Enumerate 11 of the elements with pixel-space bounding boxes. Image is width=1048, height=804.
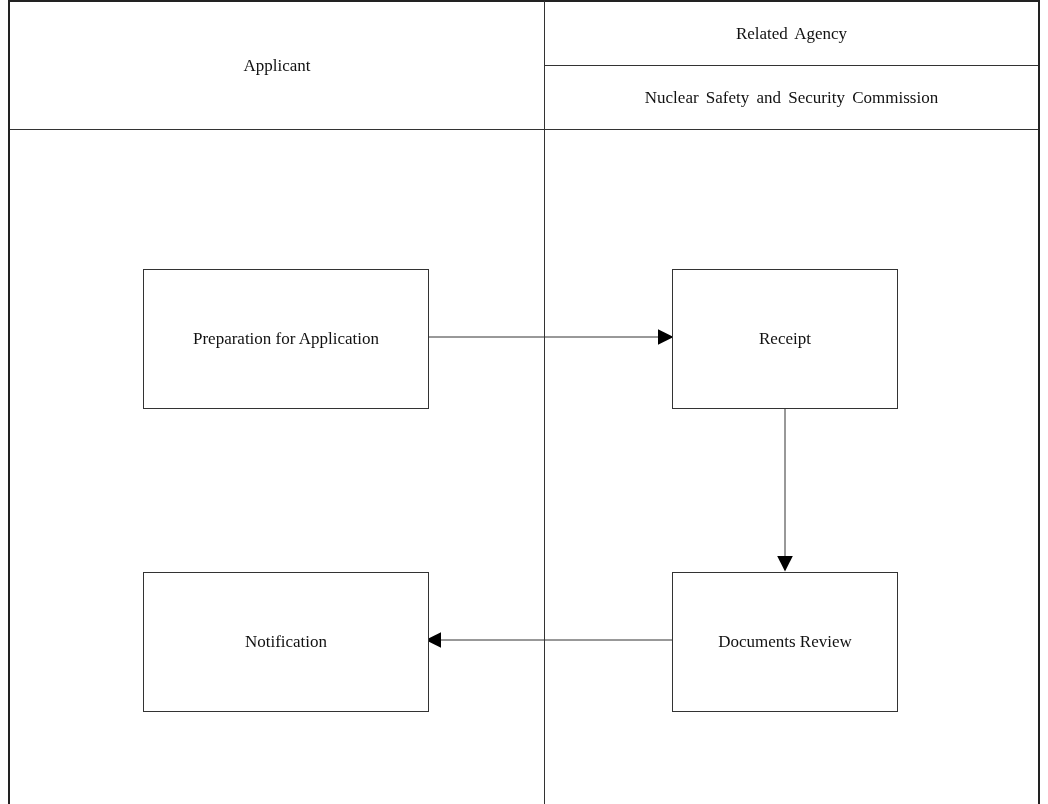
lane-header: Related Agency bbox=[735, 23, 848, 44]
swimlane bbox=[545, 0, 1040, 804]
process-box: Receipt bbox=[672, 269, 898, 409]
lane-header: Applicant bbox=[243, 55, 311, 76]
swimlane bbox=[8, 0, 545, 804]
process-box: Notification bbox=[143, 572, 429, 712]
arrow bbox=[777, 406, 793, 572]
process-box: Documents Review bbox=[672, 572, 898, 712]
arrow bbox=[426, 329, 674, 345]
process-box: Preparation for Application bbox=[143, 269, 429, 409]
lane-header: Nuclear Safety and Security Commission bbox=[644, 87, 939, 108]
